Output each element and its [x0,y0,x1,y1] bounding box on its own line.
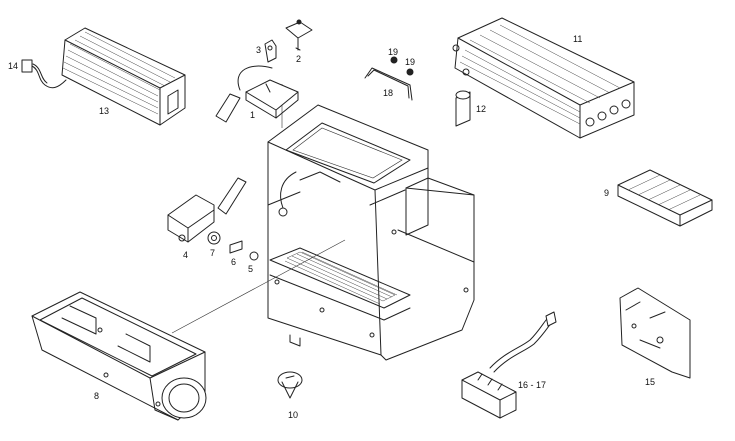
heater-housing [267,104,475,361]
part-10 [277,371,303,399]
callout-7: 7 [210,248,215,258]
callout-8: 8 [94,391,99,401]
harness-16-17 [461,311,557,419]
washer-7 [207,231,221,245]
callout-2: 2 [296,54,301,64]
actuator-4 [167,177,247,243]
flap-assembly-1 [215,65,299,123]
callout-19a: 19 [388,47,398,57]
callout-5: 5 [248,264,253,274]
heater-core-left [61,27,186,126]
cover-15 [619,287,691,379]
screw-6 [229,240,243,254]
callout-10: 10 [288,410,298,420]
part-3 [264,39,277,63]
nut-19b [406,68,414,76]
callout-4: 4 [183,250,188,260]
callout-19b: 19 [405,57,415,67]
blower-housing-8 [31,291,207,421]
nut-19a [390,56,398,64]
pipe-12 [455,90,471,127]
callout-11: 11 [573,34,582,44]
heater-core-right [452,17,635,139]
callout-12: 12 [476,104,486,114]
callout-9: 9 [604,188,609,198]
part-2 [285,19,313,51]
callout-18: 18 [383,88,393,98]
filter-9 [617,169,713,227]
nut-5 [249,251,259,261]
leader-line-blower [171,239,346,334]
callout-14: 14 [8,61,18,71]
callout-6: 6 [231,257,236,267]
callout-16-17: 16 - 17 [518,380,546,390]
callout-15: 15 [645,377,655,387]
callout-13: 13 [99,106,109,116]
bracket-18 [364,67,413,101]
callout-3: 3 [256,45,261,55]
callout-1: 1 [250,110,255,120]
sensor-14 [21,59,67,89]
